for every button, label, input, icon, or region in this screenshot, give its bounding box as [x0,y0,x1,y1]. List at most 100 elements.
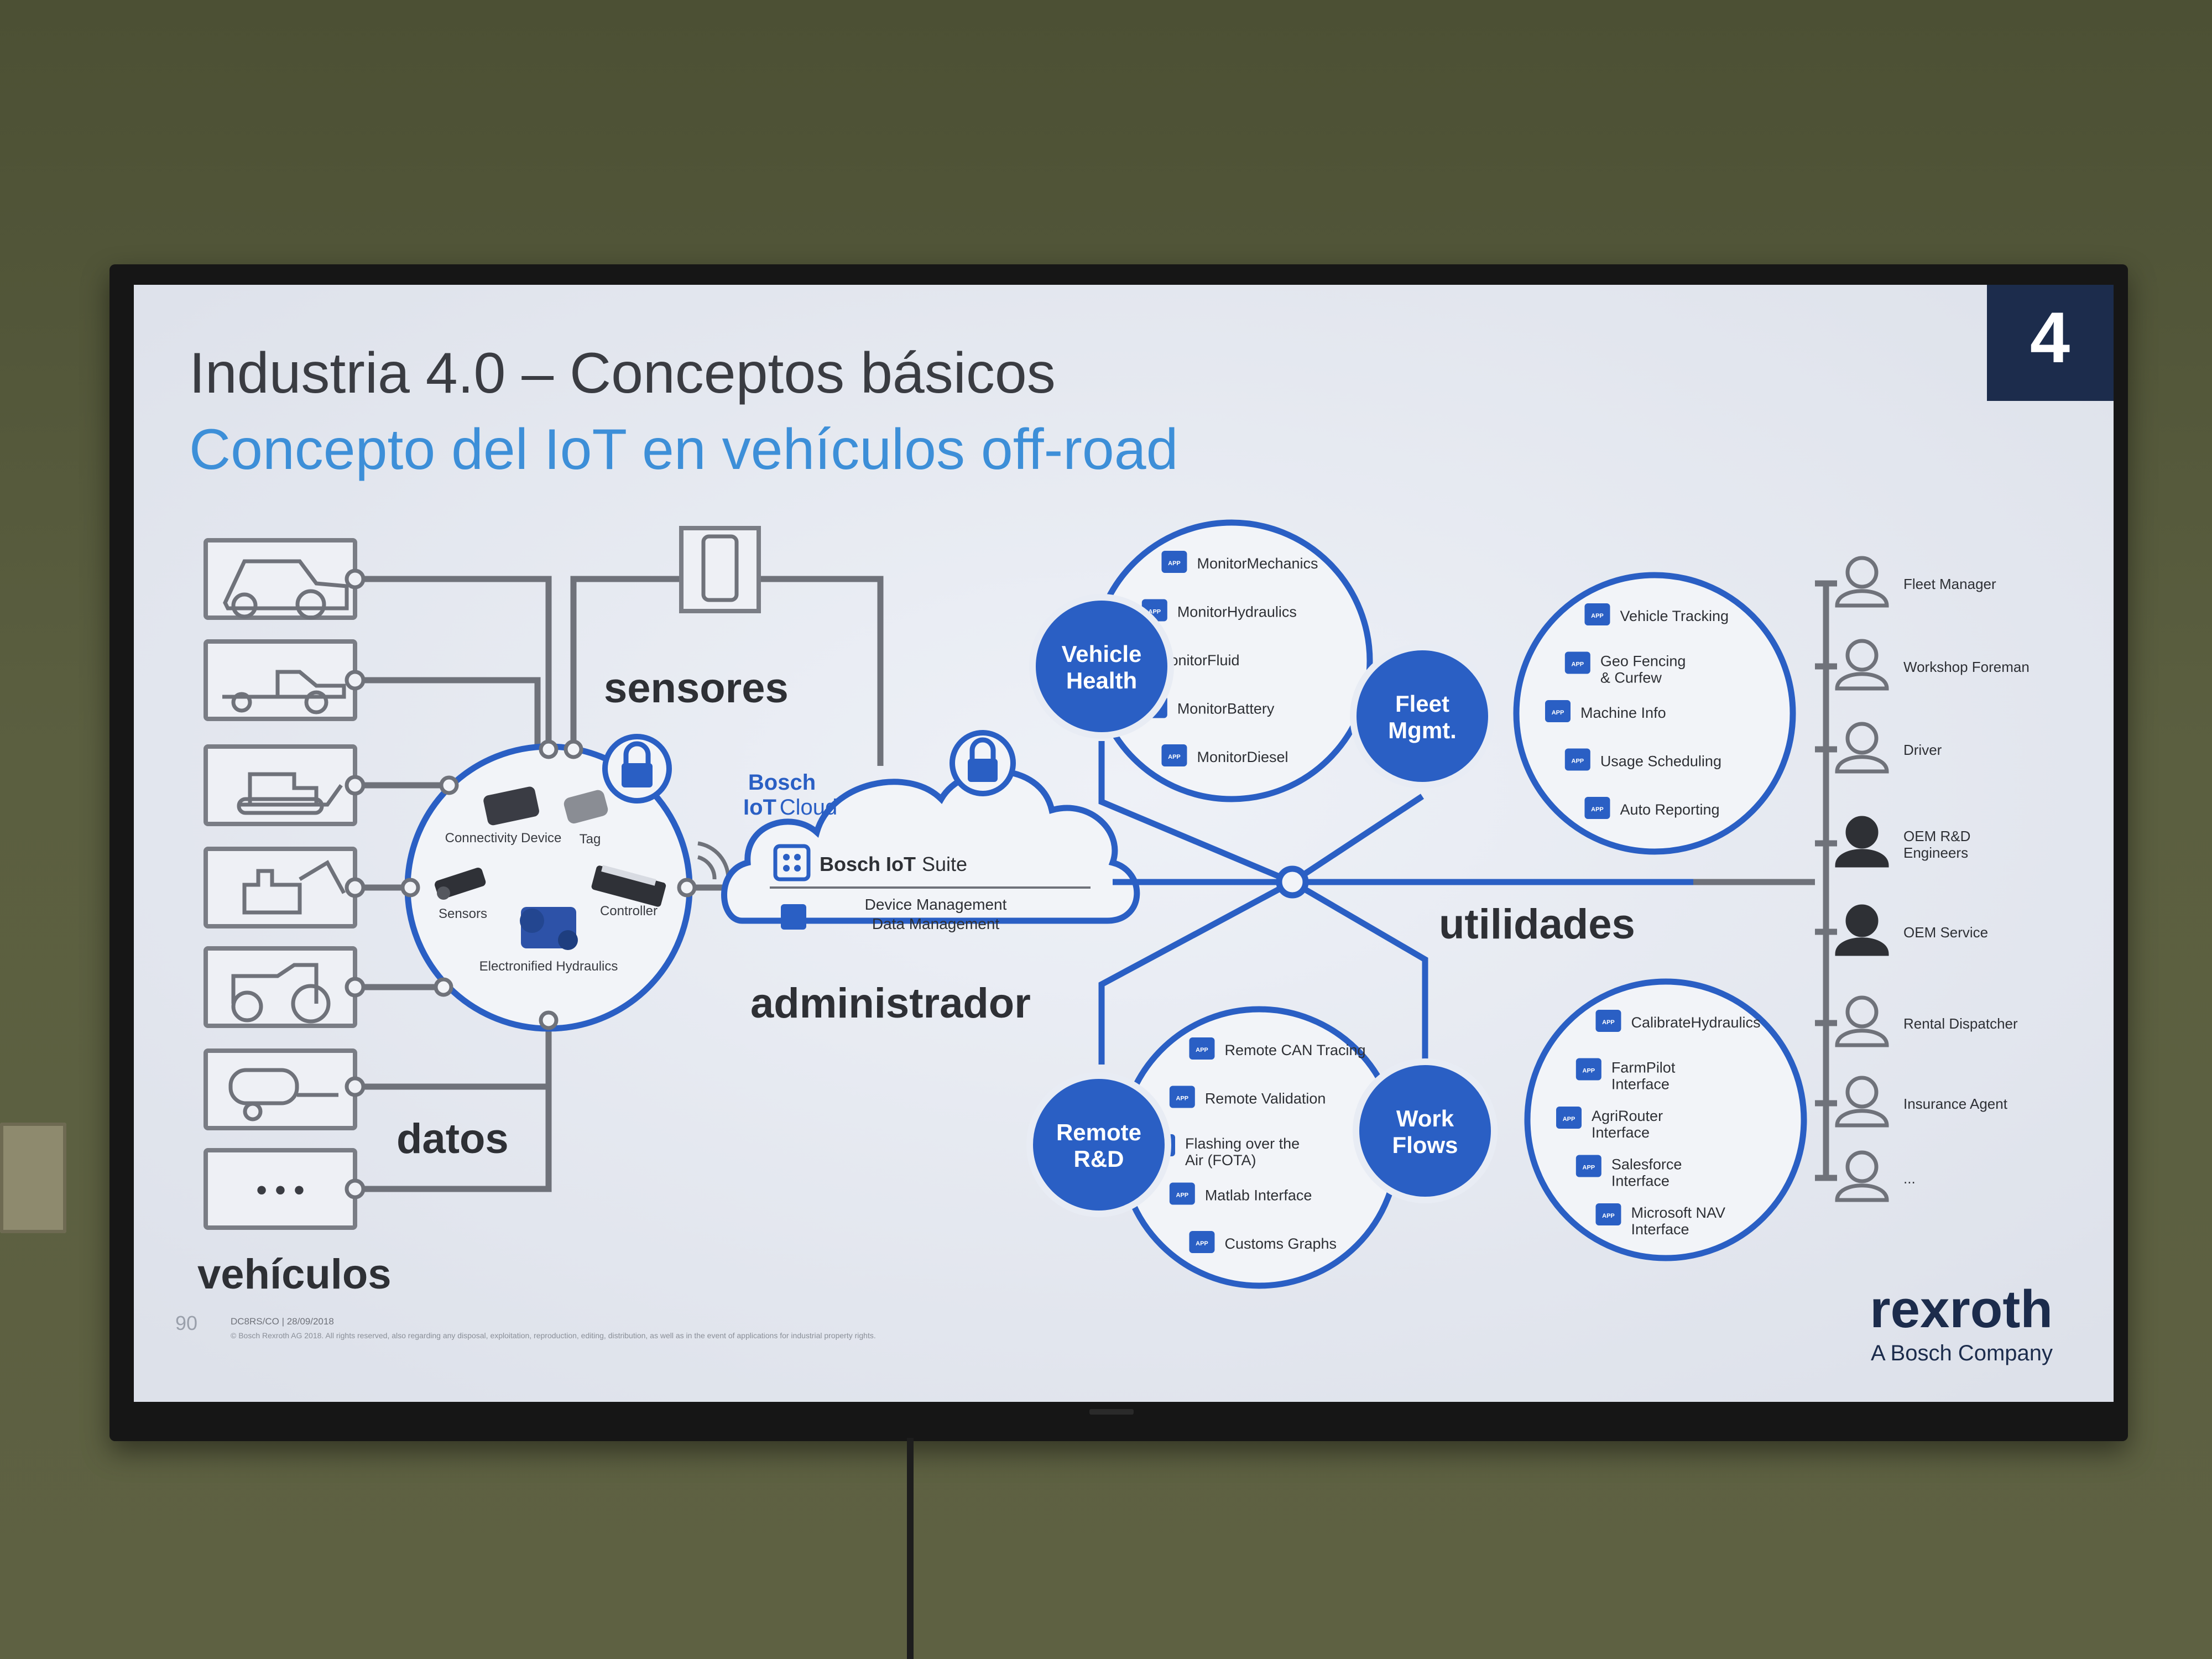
app-label: MonitorBattery [1177,701,1275,717]
users-bracket [1693,580,1837,1181]
central-hub-node [1276,865,1309,899]
person-icon [1835,904,1889,956]
app-badge-label: APP [1602,1213,1615,1219]
app-badge-icon [1189,1231,1215,1253]
suite-icon [773,844,811,881]
app-badge-label: APP [1572,661,1584,668]
brand-logo: rexroth [1870,1280,2053,1339]
app-label: MonitorMechanics [1197,555,1318,572]
app-badge-label: APP [1168,754,1181,760]
user-role-item: Rental Dispatcher [1835,995,2018,1047]
person-icon [1835,995,1889,1047]
cloud-title-line1: Bosch [748,770,816,795]
app-badge-label: APP [1149,609,1161,615]
vehicle-more: • • • [204,1148,357,1230]
app-badge-label: APP [1572,758,1584,765]
app-badge-icon [1575,1058,1601,1081]
electronified-hydraulics-icon [520,907,578,950]
app-badge-icon [1161,744,1187,766]
connectivity-device-icon [483,786,539,826]
more-vehicles-label: • • • [257,1173,305,1207]
data-label: datos [397,1115,509,1162]
smartphone-icon [679,526,761,613]
vehicle-wheel-tractor [204,946,357,1028]
vehicle-harvester [204,538,357,620]
person-icon [1835,1076,1889,1128]
utilities-label: utilidades [1439,901,1635,948]
user-role-item: OEM Service [1835,904,1988,956]
app-badge-label: APP [1196,1240,1208,1247]
person-icon [1835,1150,1889,1202]
person-icon [1835,556,1889,608]
app-badge-icon [1556,1107,1582,1129]
app-item: APP MonitorMechanics [1161,551,1318,573]
app-badge-icon [1575,1155,1601,1177]
user-role-item: Insurance Agent [1835,1076,2008,1128]
user-role-label: OEM Service [1903,924,1988,941]
app-badge-label: APP [1591,806,1604,813]
user-role-label: Driver [1903,742,1942,758]
iot-cloud: Bosch IoT Cloud Bosch IoT Suite Device M… [721,730,1140,932]
cloud-title-iot: IoT [743,795,776,820]
app-label: Vehicle Tracking [1620,608,1729,624]
vehicle-excavator [204,847,357,928]
footer-line2: © Bosch Rexroth AG 2018. All rights rese… [231,1331,876,1340]
vehicles-label: vehículos [197,1251,392,1298]
vehicle-tractor-trailer [204,639,357,721]
vehicle-bulldozer [204,744,357,826]
app-badge-icon [1564,748,1590,771]
app-label: CalibrateHydraulics [1631,1014,1760,1031]
app-badge-label: APP [1591,613,1604,619]
tag-icon [564,790,608,824]
app-badge-label: APP [1602,1019,1615,1026]
user-role-item: Fleet Manager [1835,556,1996,608]
suite-title-rest: Suite [922,853,967,875]
tv-brand-mark [1089,1409,1134,1415]
suite-title: Bosch IoT [820,853,916,875]
app-item: APP Usage Scheduling [1564,748,1721,771]
device-label: Connectivity Device [445,831,562,846]
person-icon [1835,722,1889,774]
app-badge-label: APP [1176,1095,1189,1102]
app-label: MonitorHydraulics [1177,604,1297,620]
app-badge-icon [1161,551,1187,573]
app-label: Machine Info [1580,705,1666,721]
person-icon [1835,816,1889,868]
user-role-label: Fleet Manager [1903,576,1996,592]
suite-line2: Data Management [872,915,1000,932]
app-label: MonitorDiesel [1197,749,1288,765]
app-badge-label: APP [1563,1116,1575,1123]
app-badge-icon [1584,797,1610,819]
cloud-lock-icon [950,730,1016,796]
app-badge-icon [1189,1037,1215,1060]
user-role-label: Workshop Foreman [1903,659,2030,675]
app-label: Usage Scheduling [1600,753,1721,770]
app-badge-label: APP [1168,560,1181,567]
page-badge-box [1987,285,2114,401]
app-badge-icon [1169,1086,1195,1108]
user-role-item: ... [1835,1150,1916,1202]
footer-line1: DC8RS/CO | 28/09/2018 [231,1316,334,1327]
app-item: APP Vehicle Tracking [1584,603,1729,625]
